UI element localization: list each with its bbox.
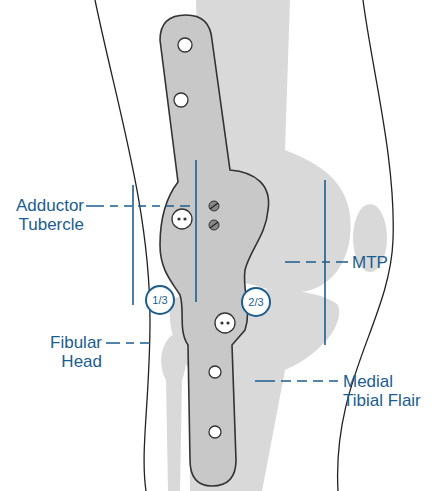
leg-outline: [95, 0, 393, 491]
fraction-text: 1/3: [152, 294, 167, 306]
brace-holes: [172, 38, 235, 438]
brace-plate: [160, 15, 269, 486]
anatomy-label: MTP: [352, 253, 412, 272]
fraction-circle: 2/3: [241, 287, 271, 317]
rivet-dots: [177, 217, 229, 324]
knee-brace: [160, 15, 269, 486]
anatomy-label: Fibular Head: [38, 333, 102, 371]
anatomy-label: Medial Tibial Flair: [343, 372, 423, 410]
screws: [209, 201, 219, 230]
leader-lines: [86, 206, 348, 381]
reference-lines: [133, 160, 325, 345]
fibula: [161, 335, 186, 491]
fraction-circle: 1/3: [145, 285, 175, 315]
anatomy-label: Adductor Tubercle: [6, 196, 84, 234]
fraction-text: 2/3: [248, 296, 263, 308]
